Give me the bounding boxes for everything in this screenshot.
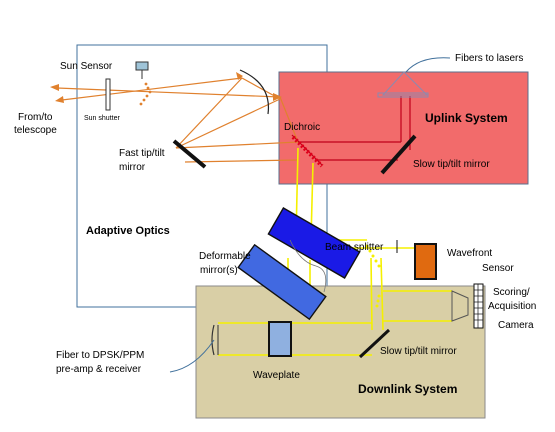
to-dichroic-arrowhead — [273, 93, 282, 101]
slow-tip-tilt-mirror-uplink-icon — [380, 134, 417, 175]
deformable-mirror-outline — [289, 239, 327, 293]
deformable-mirror-label-line1: Deformable — [199, 251, 251, 262]
from-telescope-arrowhead-bottom — [55, 96, 64, 103]
sun-sensor-label: Sun Sensor — [60, 61, 113, 72]
fast-tip-tilt-mirror-icon — [172, 139, 207, 169]
waveplate-label: Waveplate — [253, 370, 300, 381]
fiber-coupler-lens-icon — [211, 324, 215, 356]
camera-lens-icon — [451, 290, 469, 322]
camera-sensor-grid — [474, 284, 483, 328]
deformable-mirror-label-line2: mirror(s) — [200, 265, 238, 276]
curved-mirror-icon — [239, 69, 270, 115]
scoring-camera-label-line2: Acquisition — [488, 301, 536, 312]
from-to-label-line2: telescope — [14, 125, 57, 136]
waveplate-icon — [268, 321, 292, 357]
beam-splitter-label: Beam splitter — [325, 242, 384, 253]
dichroic-label: Dichroic — [284, 122, 320, 133]
scoring-camera-label-line3: Camera — [498, 320, 534, 331]
fiber-dpsk-label-line2: pre-amp & receiver — [56, 364, 142, 375]
wavefront-sensor-label-line2: Sensor — [482, 263, 514, 274]
fibers-to-lasers-label: Fibers to lasers — [455, 53, 523, 64]
scoring-camera-label-line1: Scoring/ — [493, 287, 530, 298]
fiber-launch-icon — [381, 71, 429, 96]
slow-tip-tilt-mirror-downlink-icon — [358, 328, 391, 359]
wavefront-sensor-label-line1: Wavefront — [447, 248, 492, 259]
collimator-lens-icon — [377, 92, 429, 98]
from-to-label-line1: From/to — [18, 112, 53, 123]
sun-sensor-dotted-path — [139, 82, 152, 106]
uplink-system-title: Uplink System — [425, 111, 508, 125]
sun-shutter-icon — [105, 78, 111, 111]
from-telescope-arrowhead-top — [50, 84, 59, 91]
slow-tip-tilt-uplink-label: Slow tip/tilt mirror — [413, 159, 490, 170]
fiber-to-dpsk-lead — [169, 339, 215, 373]
fast-tip-tilt-label-line2: mirror — [119, 162, 146, 173]
downlink-system-title: Downlink System — [358, 382, 457, 396]
adaptive-optics-title: Adaptive Optics — [86, 225, 170, 237]
sun-sensor-icon — [135, 61, 149, 71]
fast-tip-tilt-label-line1: Fast tip/tilt — [119, 148, 165, 159]
to-fsm-arrowhead — [236, 72, 243, 80]
wavefront-sensor-icon — [414, 243, 437, 280]
fiber-dpsk-label-line1: Fiber to DPSK/PPM — [56, 350, 144, 361]
sun-shutter-label: Sun shutter — [84, 115, 120, 122]
acquisition-camera-icon — [473, 283, 484, 329]
dichroic-icon — [291, 135, 324, 168]
slow-tip-tilt-downlink-label: Slow tip/tilt mirror — [380, 346, 457, 357]
deformable-mirror-1-icon — [267, 207, 361, 279]
telescope-beams — [56, 77, 299, 163]
fibers-to-lasers-lead — [405, 57, 451, 73]
downlink-system-box — [195, 285, 486, 419]
beam-splitter-dots — [365, 244, 381, 308]
deformable-mirror-2-icon — [237, 243, 327, 321]
